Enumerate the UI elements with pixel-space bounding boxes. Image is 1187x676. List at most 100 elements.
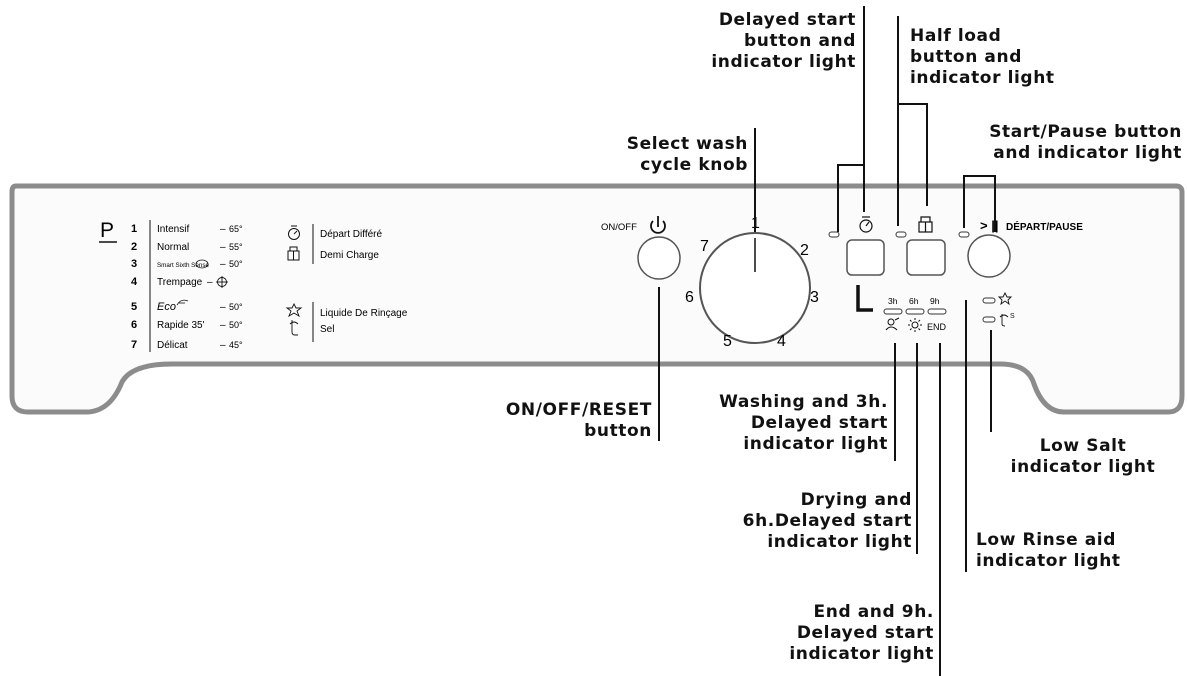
program-row: 7 Délicat – 45° [131, 339, 243, 351]
low-rinse-aid-indicator-light [982, 297, 996, 304]
program-number: 4 [131, 276, 138, 288]
program-row: 1 Intensif – 65° [131, 223, 243, 235]
program-row: 4 Trempage – [131, 276, 228, 288]
callout-line: button [584, 421, 652, 441]
callout-line: Low Rinse aid [976, 530, 1116, 550]
callout-line: Delayed start [796, 623, 934, 643]
callout-line: Delayed start [718, 10, 856, 30]
program-number: 1 [131, 223, 137, 235]
start-pause-button[interactable] [967, 234, 1011, 278]
callout-line: Half load [910, 26, 1002, 46]
onoff-label: ON/OFF [601, 222, 637, 233]
program-list: P 1 Intensif – 65° 2 Normal – 55° 3 Smar… [99, 219, 243, 352]
legend-delay-halfload: Départ Différé Demi Charge [287, 224, 383, 264]
rinse-aid-icon [997, 291, 1013, 306]
delay-hour-label: 3h [888, 296, 898, 306]
rinse-aid-icon [285, 302, 303, 318]
callout-line: Drying and [800, 490, 912, 510]
half-load-icon [918, 216, 933, 233]
delay-hour-label: 9h [930, 296, 940, 306]
legend-rinse-salt: Liquide De Rinçage Sel [285, 302, 408, 342]
washing-3h-indicator-light [883, 308, 903, 315]
callout-low-salt: Low Salt indicator light [1002, 436, 1164, 478]
delay-hour-indicators: 3h 6h 9h [856, 285, 947, 315]
delay-hour-label: 6h [909, 296, 919, 306]
power-icon [650, 216, 666, 234]
program-temp: 55° [229, 242, 243, 252]
callout-line: ON/OFF/RESET [505, 400, 652, 420]
salt-icon: S [999, 313, 1015, 327]
knob-number: 3 [810, 289, 819, 306]
leader-delayed-start [837, 6, 865, 232]
onoff-button[interactable] [637, 236, 681, 280]
knob-number: 7 [700, 238, 709, 255]
legend-halfload-label: Demi Charge [320, 250, 379, 261]
callout-line: Low Salt [1039, 436, 1127, 456]
callout-line: Washing and 3h. [719, 392, 888, 412]
salt-icon [289, 320, 299, 336]
program-number: 6 [131, 319, 137, 331]
program-name: Eco [157, 301, 176, 313]
callout-delayed-start: Delayed start button and indicator light [690, 10, 856, 73]
callout-half-load: Half load button and indicator light [910, 26, 1080, 89]
program-number: 2 [131, 241, 137, 253]
callout-onoff-reset: ON/OFF/RESET button [480, 400, 652, 442]
leader-lines [658, 6, 996, 676]
half-load-button[interactable] [906, 239, 946, 276]
callout-line: Delayed start [750, 413, 888, 433]
program-name: Normal [157, 242, 189, 253]
program-row: 3 Smart Sixth Sense – 50° [131, 258, 243, 270]
program-number: 3 [131, 258, 137, 270]
washing-icon [885, 317, 900, 331]
callout-line: indicator light [767, 532, 912, 552]
callout-low-rinse: Low Rinse aid indicator light [976, 530, 1146, 572]
start-pause-indicator-light [958, 231, 970, 238]
callout-line: indicator light [743, 434, 888, 454]
svg-text:–: – [220, 224, 226, 235]
program-temp: 50° [229, 320, 243, 330]
leader-start-pause [963, 175, 996, 232]
program-number: 7 [131, 339, 137, 351]
callout-line: indicator light [711, 52, 856, 72]
svg-text:–: – [220, 302, 226, 313]
start-pause-symbol: > || [980, 218, 998, 233]
knob-number: 5 [723, 333, 732, 350]
callout-line: indicator light [976, 551, 1121, 571]
callout-line: button and [910, 47, 1022, 67]
knob-number: 2 [800, 242, 809, 259]
knob-number: 4 [777, 333, 786, 350]
svg-text:–: – [220, 340, 226, 351]
delayed-start-indicator-light [828, 231, 840, 238]
soak-icon [216, 276, 228, 288]
callout-line: button and [744, 31, 856, 51]
callout-line: End and 9h. [813, 602, 934, 622]
delay-clock-icon [859, 216, 873, 233]
end-9h-indicator-light [927, 308, 947, 315]
legend-rinse-label: Liquide De Rinçage [320, 308, 408, 319]
program-number: 5 [131, 301, 137, 313]
program-temp: 50° [229, 302, 243, 312]
legend-delay-label: Départ Différé [320, 229, 383, 240]
callout-select-knob: Select wash cycle knob [600, 134, 748, 176]
callout-line: Select wash [626, 134, 748, 154]
program-row: 5 Eco – 50° [131, 299, 243, 313]
leader-half-load [897, 16, 928, 206]
program-name: Smart Sixth Sense [157, 262, 209, 269]
svg-text:–: – [220, 242, 226, 253]
sixth-sense-swirl-icon [195, 259, 209, 269]
callout-end-9h: End and 9h. Delayed start indicator ligh… [740, 602, 934, 665]
wash-cycle-knob[interactable] [699, 232, 811, 344]
callout-washing-3h: Washing and 3h. Delayed start indicator … [692, 392, 888, 455]
legend-salt-label: Sel [320, 324, 334, 335]
eco-icon [176, 299, 189, 306]
callout-start-pause: Start/Pause button and indicator light [968, 122, 1182, 164]
delayed-start-button[interactable] [846, 239, 885, 276]
drying-sun-icon [908, 318, 922, 332]
program-name: Délicat [157, 340, 188, 351]
svg-text:–: – [220, 259, 226, 270]
callout-line: and indicator light [993, 143, 1182, 163]
program-temp: 50° [229, 259, 243, 269]
callout-drying-6h: Drying and 6h.Delayed start indicator li… [708, 490, 912, 553]
